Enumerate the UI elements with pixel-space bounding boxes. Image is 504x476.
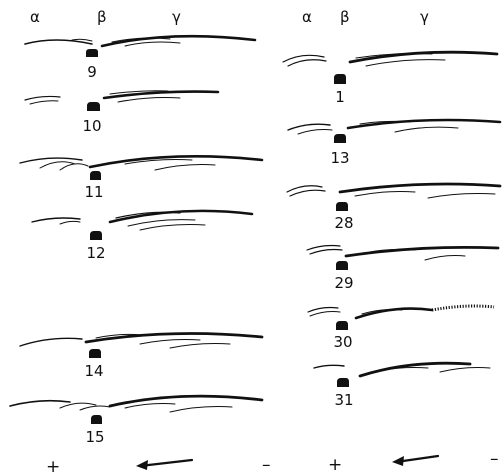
sample-label: 29: [334, 274, 353, 292]
minus-label-right: –: [490, 449, 499, 469]
pattern-sample-11: [20, 156, 262, 170]
pattern-sample-30: [308, 306, 494, 318]
pattern-sample-29: [307, 246, 498, 261]
alpha-label-left: α: [30, 8, 40, 26]
well-sample-13: [334, 134, 346, 143]
pattern-sample-13: [288, 120, 500, 134]
pattern-sample-10: [25, 91, 218, 104]
well-sample-31: [337, 378, 349, 387]
arrow-left-icon: [136, 460, 192, 470]
well-sample-10: [87, 102, 100, 111]
arrow-left-icon: [392, 456, 438, 466]
sample-label: 11: [84, 183, 103, 201]
minus-label-left: –: [262, 455, 271, 475]
right-column-header: α β γ: [302, 8, 429, 26]
well-sample-12: [90, 231, 102, 240]
well-sample-29: [336, 261, 348, 270]
sample-label: 14: [84, 362, 103, 380]
sample-label: 13: [330, 149, 349, 167]
beta-label-left: β: [97, 8, 107, 26]
pattern-sample-12: [32, 211, 252, 230]
pattern-sample-15: [10, 396, 262, 412]
sample-label: 10: [82, 117, 101, 135]
left-column-header: α β γ: [30, 8, 181, 26]
gamma-label-left: γ: [172, 8, 181, 26]
well-sample-14: [89, 349, 101, 358]
well-sample-15: [91, 415, 102, 424]
left-polarity-legend: + –: [46, 455, 271, 476]
gamma-label-right: γ: [420, 8, 429, 26]
sample-label: 31: [334, 391, 353, 409]
sample-label: 9: [87, 63, 97, 81]
plus-label-left: +: [46, 457, 60, 476]
pattern-sample-28: [287, 184, 500, 198]
sample-label: 1: [335, 88, 345, 106]
well-sample-1: [334, 74, 346, 84]
sample-label: 15: [85, 428, 104, 446]
alpha-label-right: α: [302, 8, 312, 26]
plus-label-right: +: [328, 455, 342, 475]
sample-label: 12: [86, 244, 105, 262]
well-sample-9: [86, 49, 98, 57]
pattern-sample-14: [20, 333, 262, 348]
pattern-sample-1: [283, 52, 497, 66]
beta-label-right: β: [340, 8, 350, 26]
pattern-sample-31: [314, 363, 490, 376]
well-sample-11: [90, 171, 101, 180]
pattern-sample-9: [25, 36, 255, 46]
well-sample-28: [336, 202, 348, 211]
right-polarity-legend: + –: [328, 449, 499, 475]
well-sample-30: [336, 321, 348, 330]
sample-label: 28: [334, 214, 353, 232]
sample-label: 30: [333, 333, 352, 351]
